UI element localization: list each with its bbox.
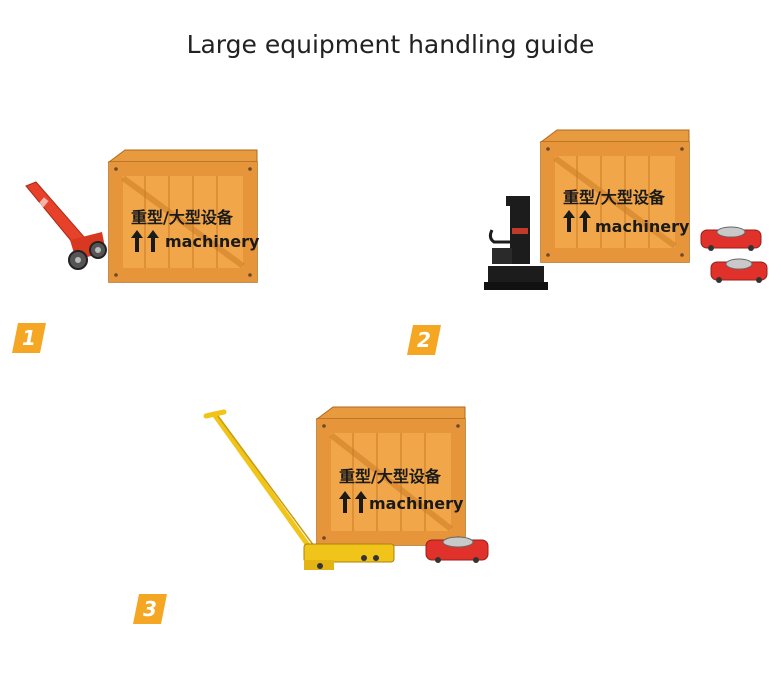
crate-label-cn: 重型/大型设备 (563, 188, 665, 207)
machine-skate-icon (700, 226, 768, 283)
crate-label-en: machinery (595, 217, 690, 236)
crate-label-en: machinery (165, 232, 260, 251)
crate-step-1: 重型/大型设备 machinery (107, 148, 259, 284)
wooden-crate-icon (315, 406, 466, 546)
hydraulic-jack-icon (484, 196, 548, 290)
crate-label-en: machinery (369, 494, 464, 513)
badge-shape-icon (12, 323, 46, 353)
crate-step-3: 重型/大型设备 machinery (315, 405, 467, 547)
step-number-2: 2 (417, 328, 431, 352)
up-arrows-icon (339, 491, 367, 513)
page-title: Large equipment handling guide (186, 30, 595, 59)
steering-handle-skate-icon (203, 409, 395, 570)
step-badge-1: 1 (12, 323, 46, 353)
crate-label-cn: 重型/大型设备 (339, 467, 441, 486)
badge-shape-icon (133, 594, 167, 624)
crate-label-cn: 重型/大型设备 (131, 208, 233, 227)
crate-step-2: 重型/大型设备 machinery (539, 128, 691, 264)
step-number-3: 3 (143, 597, 157, 621)
wooden-crate-icon (107, 149, 258, 283)
machine-skate-icon (425, 536, 489, 563)
step-badge-3: 3 (133, 594, 167, 624)
wooden-crate-icon (539, 129, 690, 263)
up-arrows-icon (131, 230, 159, 252)
lever-bar-roller-icon (25, 181, 107, 270)
step-number-1: 1 (22, 326, 36, 350)
badge-shape-icon (407, 325, 441, 355)
up-arrows-icon (563, 210, 591, 232)
step-badge-2: 2 (407, 325, 441, 355)
